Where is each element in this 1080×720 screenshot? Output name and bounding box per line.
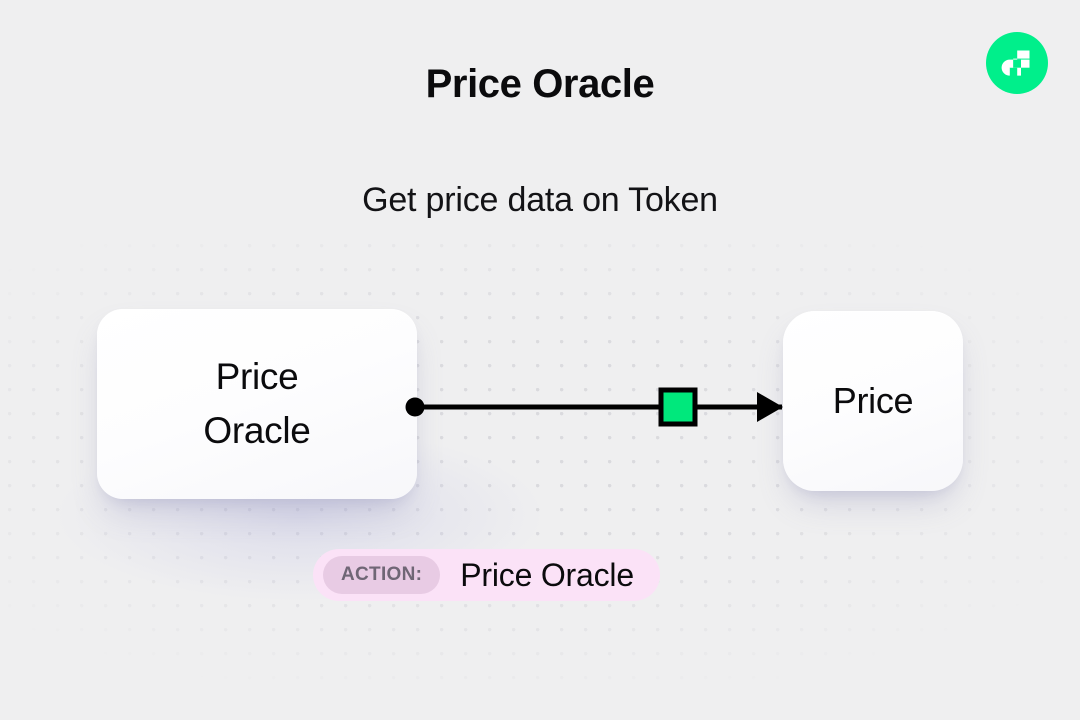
action-badge[interactable]: ACTION: Price Oracle (313, 549, 660, 601)
node-price-oracle-label: Price Oracle (203, 356, 311, 451)
node-price-label: Price (832, 379, 914, 421)
edge-green-square-marker[interactable] (658, 387, 698, 427)
node-price[interactable]: Price (783, 311, 963, 491)
action-badge-chip: ACTION: (323, 556, 441, 594)
page-subtitle: Get price data on Token (362, 181, 718, 219)
page-title: Price Oracle (425, 62, 655, 106)
action-badge-chip-label: ACTION: (341, 564, 423, 585)
node-price-oracle[interactable]: Price Oracle (97, 309, 417, 499)
flow-logo-icon (986, 32, 1048, 94)
action-badge-value: Price Oracle (460, 556, 634, 593)
edge-arrowhead-icon (757, 392, 783, 422)
